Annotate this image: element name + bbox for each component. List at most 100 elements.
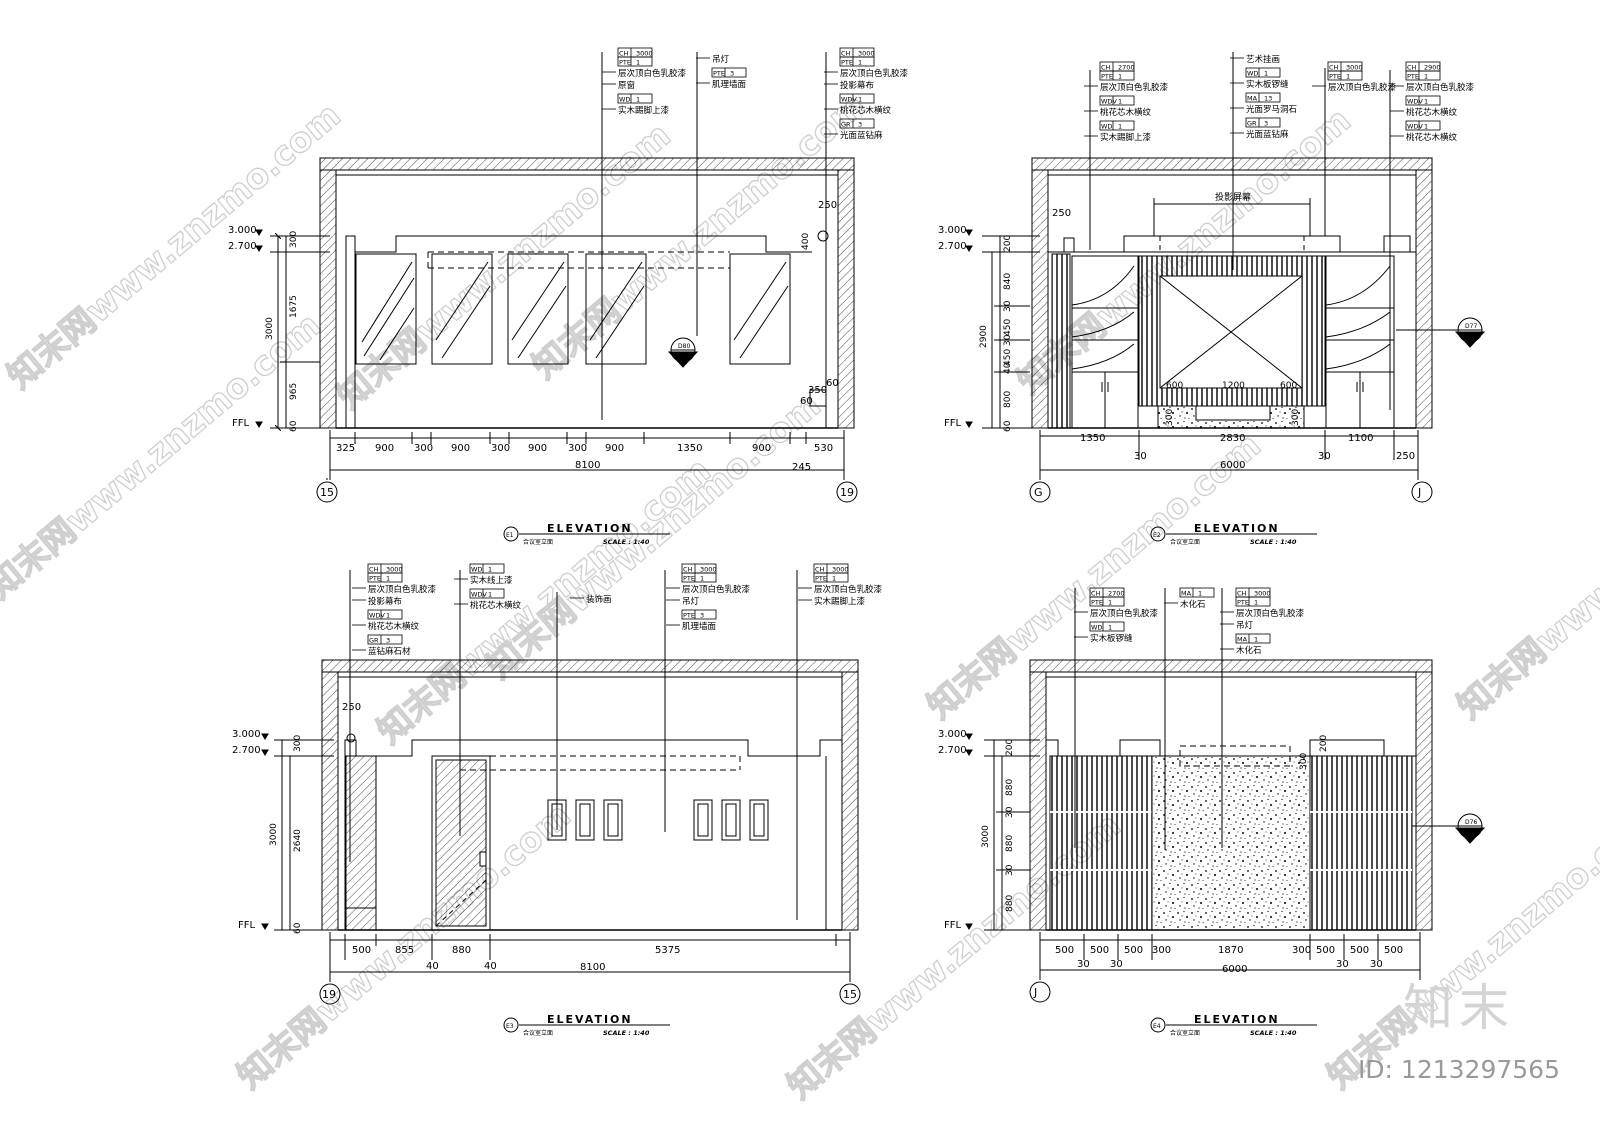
- dim-label: 300: [289, 231, 299, 248]
- dim-label: 500: [1316, 945, 1335, 956]
- elevation-e3: [261, 570, 861, 1005]
- dim-label: 880: [452, 945, 471, 956]
- note-tag-value: 3: [730, 70, 734, 78]
- dim-label: 30: [1003, 334, 1013, 346]
- dim-label: 500: [1124, 945, 1143, 956]
- dim-label: 880: [1005, 835, 1015, 852]
- title-scale: SCALE : 1:40: [603, 538, 650, 546]
- dim-label: 245: [792, 462, 811, 473]
- note-text: 光面罗马洞石: [1246, 104, 1297, 115]
- dim-label: 900: [752, 443, 771, 454]
- total-dim: 8100: [575, 460, 600, 471]
- dim-label: 250: [342, 702, 361, 713]
- note-tag-value: 1: [1118, 123, 1122, 131]
- dim-label: 300: [1299, 753, 1309, 770]
- dim-label: 200: [1319, 735, 1329, 752]
- dim-label: 60: [293, 922, 303, 934]
- dim-label: 600: [1280, 381, 1297, 391]
- note-text: 艺术挂画: [1246, 54, 1280, 65]
- dim-label: 30: [1336, 959, 1349, 970]
- note-tag-code: WD: [1091, 624, 1102, 632]
- title-code: E4: [1153, 1023, 1161, 1030]
- note-tag-value: 1: [386, 612, 390, 620]
- note-tag-code: CH: [1101, 64, 1111, 72]
- note-text: 投影幕布: [840, 80, 874, 91]
- dim-label: 200: [1005, 739, 1015, 756]
- brand-logo: 知末: [1403, 979, 1515, 1037]
- title-text: ELEVATION: [1194, 1013, 1280, 1026]
- note-tag-code: WD: [1101, 123, 1112, 131]
- note-text: 层次顶白色乳胶漆: [618, 68, 687, 79]
- dim-label: 60: [826, 378, 839, 389]
- level-label: 2.700: [228, 241, 257, 252]
- callout-label: 10-029: [1460, 333, 1481, 340]
- note-tag-value: 3000: [1346, 64, 1363, 72]
- note-tag-value: 13: [1264, 95, 1272, 103]
- note-tag-value: 1: [488, 566, 492, 574]
- note-tag-code: CH: [1091, 590, 1101, 598]
- dim-label: 30: [1370, 959, 1383, 970]
- note-text: 层次顶白色乳胶漆: [1236, 608, 1305, 619]
- note-text: 光面蓝钻麻: [840, 130, 883, 141]
- dim-label: 60: [289, 420, 299, 432]
- note-tag-code: GR: [841, 121, 851, 129]
- note-text: 层次顶白色乳胶漆: [1406, 82, 1475, 93]
- title-subtitle: 合议室立面: [1170, 538, 1200, 546]
- note-tag-code: PTE: [815, 575, 827, 583]
- level-label: FFL: [238, 920, 256, 931]
- dim-label: 300: [491, 443, 510, 454]
- dim-label: 880: [1005, 779, 1015, 796]
- note-tag-code: PTE: [1091, 599, 1103, 607]
- grid-label: J: [1033, 986, 1037, 999]
- dim-label: 880: [1005, 895, 1015, 912]
- note-text: 实木踢脚上漆: [1100, 132, 1152, 143]
- note-tag-value: 1: [1424, 73, 1428, 81]
- note-tag-code: CH: [619, 50, 629, 58]
- note-tag-value: 1: [1108, 624, 1112, 632]
- dim-label: 30: [1318, 451, 1331, 462]
- dim-label: 30: [1110, 959, 1123, 970]
- dim-label: 1200: [1222, 381, 1245, 391]
- note-text: 层次顶白色乳胶漆: [1100, 82, 1169, 93]
- dim-label: 300: [293, 735, 303, 752]
- dim-label: 1870: [1218, 945, 1243, 956]
- callout-label: D80: [678, 343, 690, 350]
- note-tag-code: WDV: [1407, 98, 1423, 106]
- dim-label: 500: [1055, 945, 1074, 956]
- screen-label: 投影屏幕: [1215, 191, 1251, 203]
- note-text: 实木踢脚上漆: [814, 596, 866, 607]
- note-text: 投影幕布: [368, 596, 402, 607]
- note-tag-value: 1: [700, 575, 704, 583]
- title-scale: SCALE : 1:40: [603, 1029, 650, 1037]
- note-text: 层次顶白色乳胶漆: [814, 584, 883, 595]
- dim-label: 500: [352, 945, 371, 956]
- note-tag-value: 1: [488, 591, 492, 599]
- note-tag-code: WDV: [1407, 123, 1423, 131]
- note-tag-value: 1: [858, 59, 862, 67]
- note-text: 蓝钻麻石材: [368, 646, 411, 657]
- e2-labels: 3.000 2.700 FFL 200 840 30 450 30 40 450…: [938, 191, 1481, 499]
- elevation-e4: [965, 588, 1486, 1003]
- callout-label: 10-029: [1460, 829, 1481, 836]
- note-tag-value: 3000: [832, 566, 849, 574]
- watermark-text: 知末网www.znzmo.com: [1450, 425, 1600, 727]
- title-subtitle: 合议室立面: [1170, 1029, 1200, 1037]
- e1-labels: 3.000 2.700 FFL 300 1675 965 60 3000 325…: [228, 200, 854, 499]
- note-text: 层次顶白色乳胶漆: [1328, 82, 1397, 93]
- note-tag-value: 3: [1264, 120, 1268, 128]
- note-text: 桃花芯木横纹: [1100, 107, 1152, 118]
- note-tag-code: MA: [1181, 590, 1192, 598]
- level-label: 2.700: [938, 241, 967, 252]
- note-text: 肌理墙面: [712, 79, 747, 90]
- dim-label: 40: [426, 961, 439, 972]
- dim-label: 530: [814, 443, 833, 454]
- note-text: 桃花芯木横纹: [1406, 107, 1458, 118]
- note-tag-code: PTE: [683, 612, 695, 620]
